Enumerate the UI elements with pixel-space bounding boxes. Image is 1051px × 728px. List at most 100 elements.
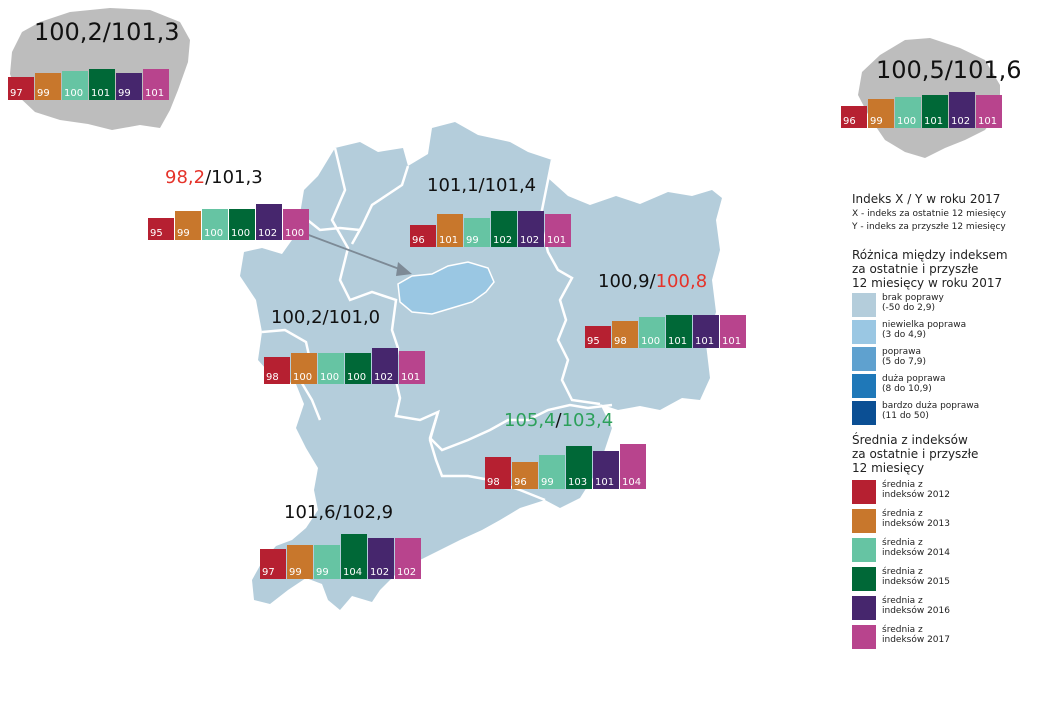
index-bar-2014: 100 bbox=[62, 71, 88, 100]
legend-diff-title-3: 12 miesięcy w roku 2017 bbox=[852, 276, 1003, 290]
index-bar-value: 102 bbox=[370, 567, 390, 578]
legend-swatch bbox=[852, 625, 876, 649]
index-bar-value: 100 bbox=[347, 372, 367, 383]
index-bar-2014: 99 bbox=[314, 545, 340, 579]
legend-swatch bbox=[852, 480, 876, 504]
index-bar-2015: 100 bbox=[345, 353, 371, 384]
index-bar-value: 99 bbox=[541, 477, 554, 488]
east-index-y: 100,8 bbox=[655, 271, 708, 292]
legend-swatch bbox=[852, 293, 876, 317]
index-bar-value: 99 bbox=[466, 235, 479, 246]
legend-swatch bbox=[852, 347, 876, 371]
index-bar-value: 95 bbox=[150, 228, 163, 239]
legend-diff-label: niewielka poprawa(3 do 4,9) bbox=[882, 320, 967, 340]
index-bar-2015: 102 bbox=[491, 211, 517, 247]
index-bar-value: 101 bbox=[722, 336, 742, 347]
legend-title: Indeks X / Y w roku 2017 bbox=[852, 192, 1001, 206]
index-bar-value: 100 bbox=[285, 228, 305, 239]
city-index-label: 98,2/101,3 bbox=[165, 167, 263, 188]
index-bar-value: 97 bbox=[262, 567, 275, 578]
index-bar-value: 101 bbox=[924, 116, 944, 127]
index-bar-2012: 96 bbox=[841, 106, 867, 128]
southeast-index-sep: / bbox=[555, 410, 562, 431]
index-bar-value: 102 bbox=[951, 116, 971, 127]
legend-avg-section: Średnia z indeksów za ostatnie i przyszł… bbox=[852, 433, 1051, 649]
index-bar-2014: 100 bbox=[318, 353, 344, 384]
index-bar-value: 102 bbox=[520, 235, 540, 246]
index-bar-value: 100 bbox=[64, 88, 84, 99]
legend-swatch bbox=[852, 374, 876, 398]
index-bar-2016: 102 bbox=[949, 92, 975, 128]
index-bar-value: 103 bbox=[568, 477, 588, 488]
index-bar-value: 96 bbox=[412, 235, 425, 246]
index-bar-2017: 102 bbox=[395, 538, 421, 579]
index-bar-2013: 99 bbox=[287, 545, 313, 579]
index-bar-2014: 100 bbox=[202, 209, 228, 240]
legend-diff-label: brak poprawy(-50 do 2,9) bbox=[882, 293, 944, 313]
index-bar-2016: 101 bbox=[593, 451, 619, 489]
index-bar-value: 96 bbox=[514, 477, 527, 488]
north-bars: 96 101 99 102 102 101 bbox=[410, 207, 571, 247]
index-bar-value: 101 bbox=[547, 235, 567, 246]
index-bar-2017: 101 bbox=[976, 95, 1002, 128]
index-bar-value: 98 bbox=[266, 372, 279, 383]
index-bar-value: 101 bbox=[145, 88, 165, 99]
index-bar-2012: 95 bbox=[148, 218, 174, 240]
legend-diff-title-1: Różnica między indeksem bbox=[852, 248, 1008, 262]
index-bar-value: 102 bbox=[258, 228, 278, 239]
index-bar-2017: 101 bbox=[399, 351, 425, 384]
index-bar-2016: 101 bbox=[693, 315, 719, 348]
index-bar-2014: 99 bbox=[464, 218, 490, 247]
index-bar-value: 101 bbox=[595, 477, 615, 488]
index-bar-2016: 99 bbox=[116, 73, 142, 100]
index-bar-2017: 104 bbox=[620, 444, 646, 489]
index-bar-2015: 104 bbox=[341, 534, 367, 579]
index-bar-2013: 100 bbox=[291, 353, 317, 384]
legend-swatch bbox=[852, 567, 876, 591]
index-bar-value: 104 bbox=[343, 567, 363, 578]
index-bar-value: 101 bbox=[668, 336, 688, 347]
legend-x-desc: X - indeks za ostatnie 12 miesięcy bbox=[852, 209, 1006, 219]
index-bar-value: 101 bbox=[401, 372, 421, 383]
index-bar-value: 98 bbox=[487, 477, 500, 488]
index-bar-value: 101 bbox=[91, 88, 111, 99]
index-bar-2015: 100 bbox=[229, 209, 255, 240]
city-index-y: 101,3 bbox=[211, 167, 263, 188]
index-bar-value: 100 bbox=[897, 116, 917, 127]
southwest-index-label: 101,6/102,9 bbox=[284, 502, 394, 523]
index-bar-value: 99 bbox=[177, 228, 190, 239]
index-bar-2014: 100 bbox=[639, 317, 665, 348]
legend-diff-item: poprawa(5 do 7,9) bbox=[852, 347, 1051, 371]
index-bar-2013: 98 bbox=[612, 321, 638, 348]
index-bar-2014: 100 bbox=[895, 97, 921, 128]
city-index-sep: / bbox=[205, 167, 212, 188]
legend-y-desc: Y - indeks za przyszłe 12 miesięcy bbox=[852, 222, 1006, 232]
index-bar-value: 102 bbox=[493, 235, 513, 246]
region-map bbox=[240, 122, 722, 610]
index-bar-2014: 99 bbox=[539, 455, 565, 489]
index-bar-2017: 100 bbox=[283, 209, 309, 240]
legend-swatch bbox=[852, 509, 876, 533]
index-bar-2015: 101 bbox=[666, 315, 692, 348]
index-bar-value: 101 bbox=[439, 235, 459, 246]
legend-diff-label: duża poprawa(8 do 10,9) bbox=[882, 374, 946, 394]
southeast-bars: 98 96 99 103 101 104 bbox=[485, 444, 646, 489]
index-bar-2013: 99 bbox=[175, 211, 201, 240]
legend-avg-title-3: 12 miesięcy bbox=[852, 461, 925, 475]
index-bar-value: 102 bbox=[374, 372, 394, 383]
index-bar-value: 99 bbox=[37, 88, 50, 99]
west-index-label: 100,2/101,0 bbox=[271, 307, 381, 328]
